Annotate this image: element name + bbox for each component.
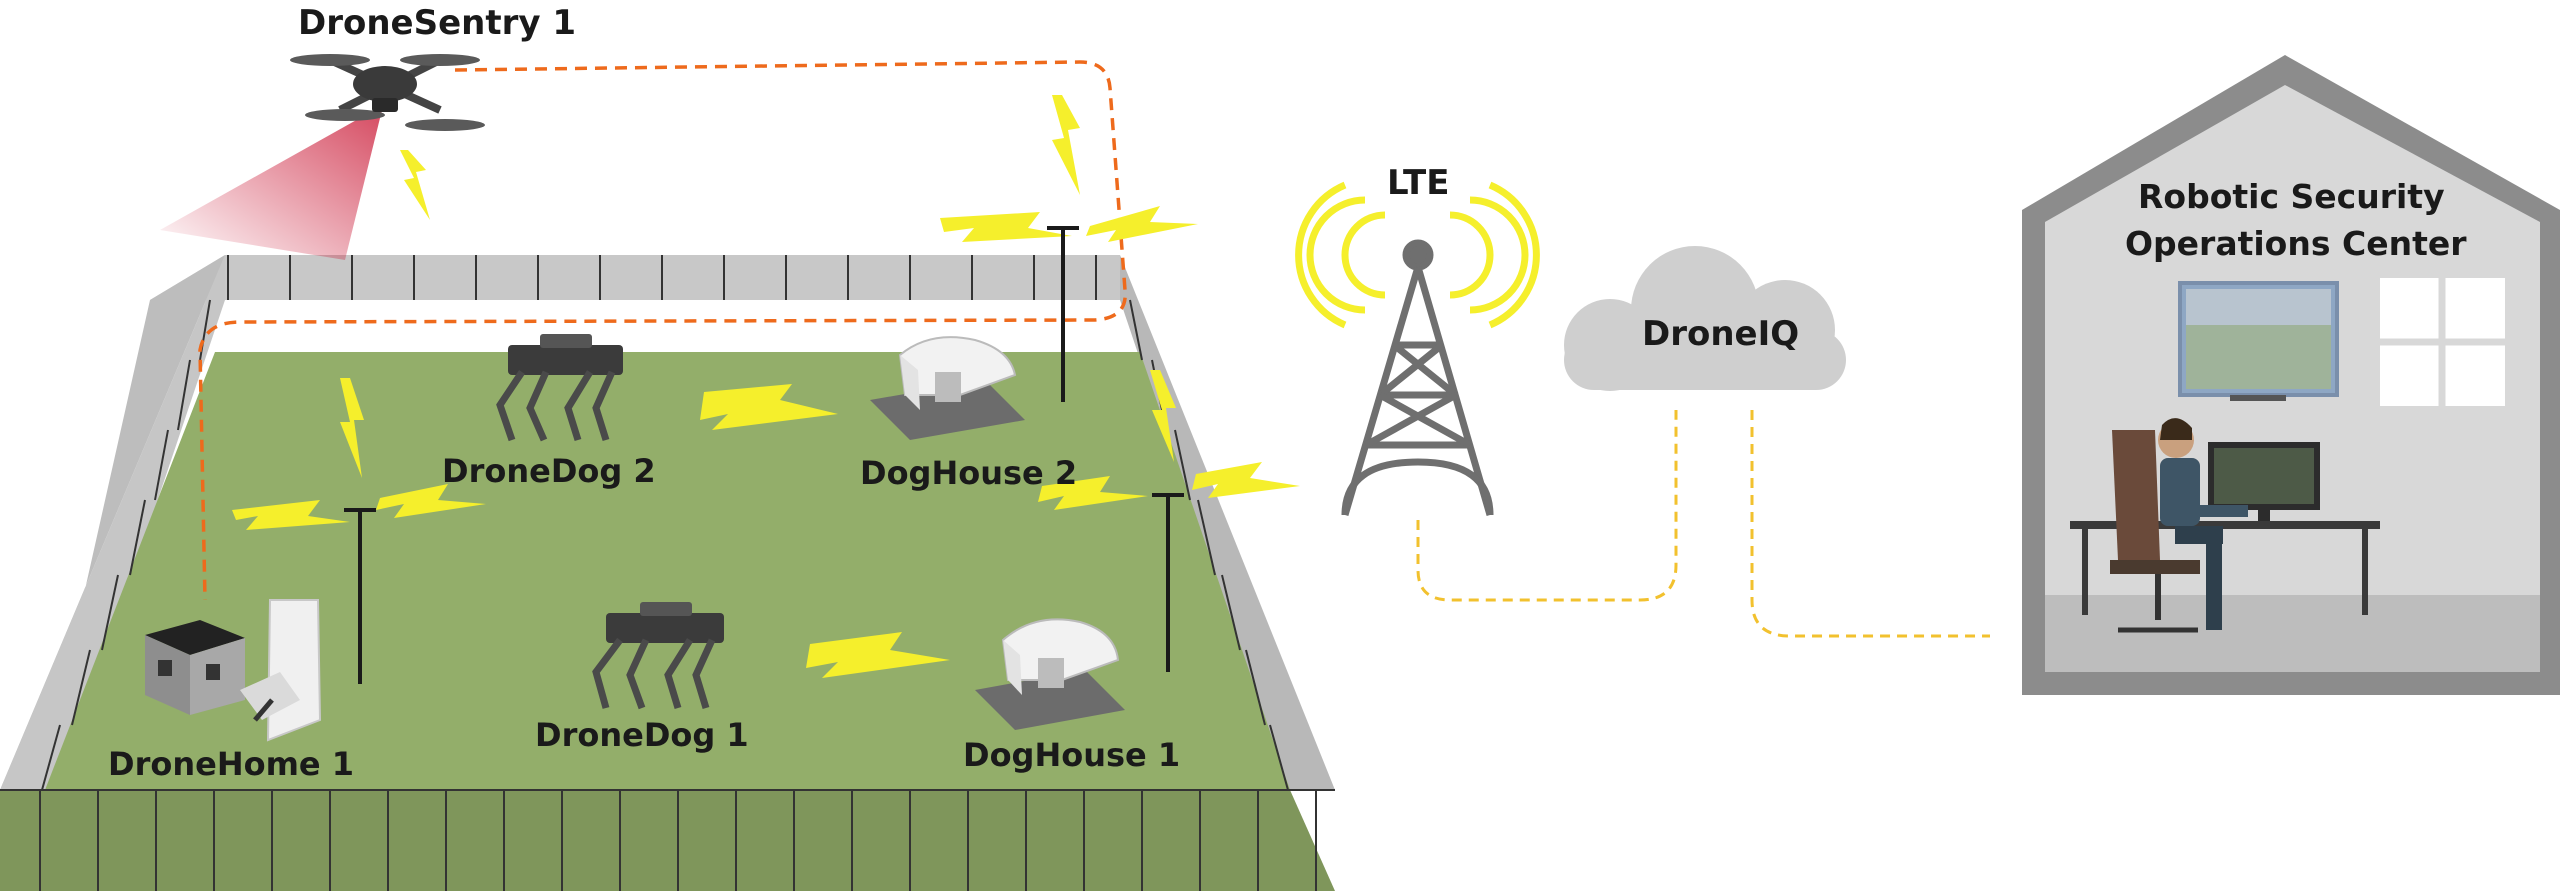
drone-dog-2	[496, 334, 623, 442]
drone-home	[145, 599, 322, 742]
drone-dog-1-label: DroneDog 1	[535, 716, 749, 754]
drone-home-label: DroneHome 1	[108, 745, 354, 783]
drone-flight-path	[198, 60, 1127, 601]
bolt-icon	[340, 378, 364, 478]
drone-sentry	[160, 54, 485, 260]
desk-monitor	[2208, 442, 2320, 521]
wall-monitor	[2178, 281, 2339, 401]
drone-dog-2-label: DroneDog 2	[442, 452, 656, 490]
drone-dog-1	[592, 602, 724, 710]
drone-sentry-label: DroneSentry 1	[298, 3, 576, 43]
front-fence-band	[0, 790, 1335, 891]
bolt-icon	[1086, 206, 1198, 242]
desk	[2070, 521, 2380, 615]
cloud-to-soc-link	[1750, 410, 1990, 638]
camera-beam	[160, 110, 382, 260]
right-fence-panel	[1120, 255, 1335, 790]
lte-signal-waves	[1295, 181, 1540, 329]
droneiq-cloud-icon	[1564, 246, 1846, 391]
dog-house-1-label: DogHouse 1	[963, 736, 1180, 774]
cloud-label: DroneIQ	[1642, 314, 1799, 354]
bolt-icon	[376, 484, 486, 518]
bolt-icon	[1192, 462, 1300, 498]
tower-to-cloud-link	[1416, 410, 1678, 602]
chair	[2110, 430, 2200, 633]
bolt-icon	[940, 212, 1072, 242]
bolt-icon	[1052, 95, 1080, 195]
dog-house-2	[870, 336, 1025, 440]
back-fence-posts	[227, 255, 1097, 300]
bolt-icon	[700, 384, 838, 430]
bolt-icon	[1150, 370, 1176, 462]
bolt-icon	[232, 500, 350, 530]
front-fence-posts	[0, 789, 1335, 891]
lte-label: LTE	[1387, 163, 1449, 203]
window	[2380, 278, 2505, 406]
drone-icon	[290, 54, 485, 131]
signal-bolts	[232, 95, 1300, 678]
radio-pole-3	[1152, 493, 1184, 672]
soc-building	[2022, 55, 2560, 695]
soc-label-line2: Operations Center	[2125, 224, 2467, 263]
left-fence-panel	[0, 255, 225, 790]
back-fence	[150, 255, 1120, 300]
dog-house-1	[975, 618, 1125, 730]
operator	[2158, 418, 2248, 630]
bolt-icon	[806, 632, 950, 678]
lte-tower-icon	[1341, 239, 1494, 516]
radio-pole-1	[1047, 226, 1079, 402]
soc-label-line1: Robotic Security	[2138, 177, 2445, 216]
radio-pole-2	[344, 508, 376, 684]
bolt-icon	[400, 150, 430, 220]
radio-poles	[344, 226, 1184, 684]
bolt-icon	[1038, 476, 1148, 510]
dog-house-2-label: DogHouse 2	[860, 454, 1077, 492]
